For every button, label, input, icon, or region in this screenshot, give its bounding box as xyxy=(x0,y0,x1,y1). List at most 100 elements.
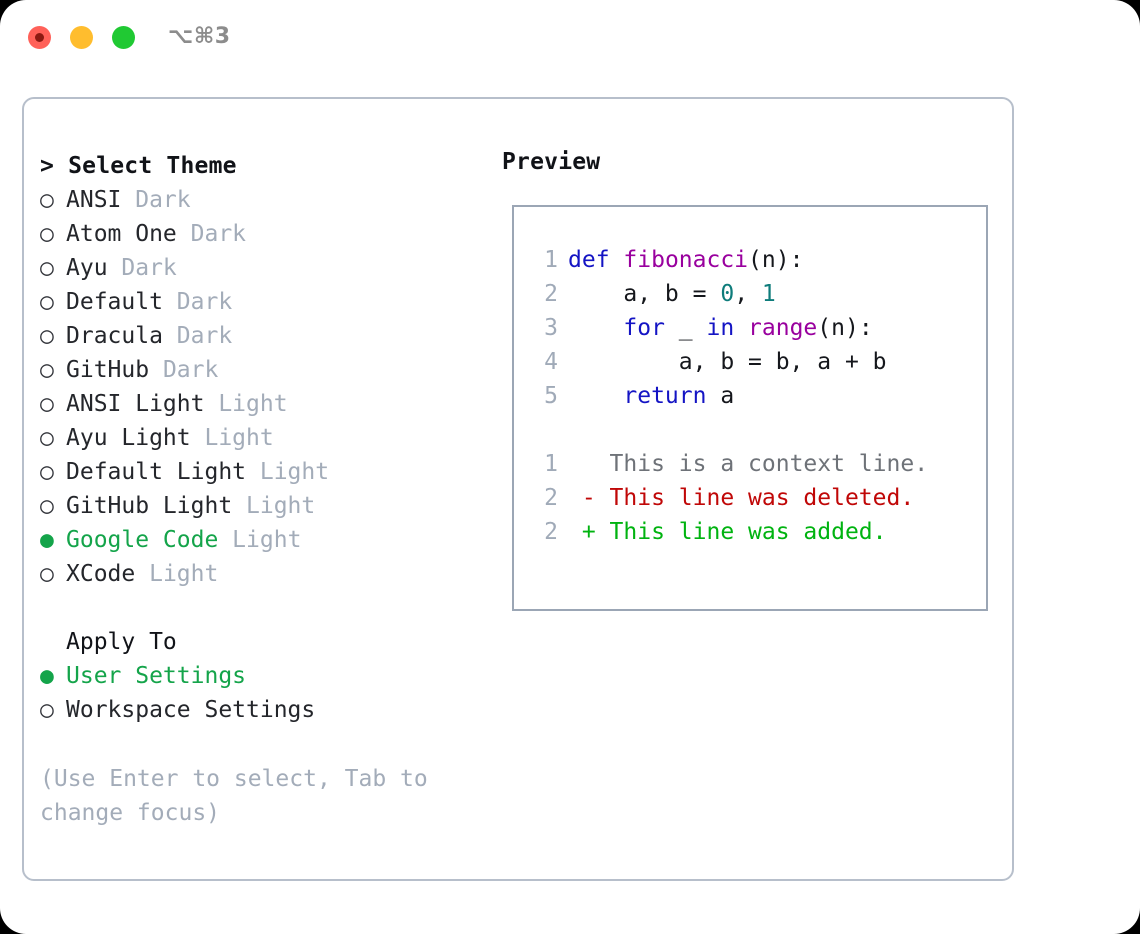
radio-selected-icon: ● xyxy=(40,527,54,553)
radio-unselected-icon: ○ xyxy=(40,697,54,723)
title-bar: ⌥⌘3 xyxy=(0,0,1140,78)
code-line: 3 for _ in range(n): xyxy=(528,311,980,345)
apply-to-option[interactable]: ○ Workspace Settings xyxy=(40,693,480,727)
apply-to-option-label: User Settings xyxy=(66,663,247,689)
theme-name: Dracula xyxy=(66,323,163,349)
code-token: (n): xyxy=(748,247,804,273)
theme-variant: Dark xyxy=(107,255,177,281)
list-spacer xyxy=(40,591,480,625)
radio-unselected-icon: ○ xyxy=(40,357,54,383)
theme-variant: Dark xyxy=(162,323,233,349)
close-icon xyxy=(35,33,44,42)
theme-option[interactable]: ○ Ayu Dark xyxy=(40,251,480,285)
diff-sample: 1 This is a context line.2 - This line w… xyxy=(528,447,980,549)
theme-option[interactable]: ○Dracula Dark xyxy=(40,319,480,353)
theme-variant: Light xyxy=(135,561,219,587)
radio-unselected-icon: ○ xyxy=(40,493,54,519)
code-line: 5 return a xyxy=(528,379,980,413)
code-line: 2 a, b = 0, 1 xyxy=(528,277,980,311)
code-token: def xyxy=(568,247,610,273)
theme-variant: Light xyxy=(232,493,316,519)
keyboard-hint-text: (Use Enter to select, Tab to change focu… xyxy=(40,766,428,826)
theme-name: Ayu Light xyxy=(66,425,191,451)
diff-text: This line was deleted. xyxy=(595,485,915,511)
theme-variant: Dark xyxy=(121,187,191,213)
line-number: 2 xyxy=(544,281,558,307)
theme-option[interactable]: ○ GitHub Dark xyxy=(40,353,480,387)
theme-name: GitHub Light xyxy=(66,493,233,519)
radio-unselected-icon: ○ xyxy=(40,561,54,587)
minimize-window-button[interactable] xyxy=(70,26,93,49)
code-line: 4 a, b = b, a + b xyxy=(528,345,980,379)
code-token: in xyxy=(706,315,735,341)
radio-unselected-icon: ○ xyxy=(40,187,54,213)
code-token: a, b = b, a + b xyxy=(568,349,887,375)
theme-variant: Light xyxy=(218,527,302,553)
theme-option[interactable]: ○ANSI Light Light xyxy=(40,387,480,421)
diff-text: This is a context line. xyxy=(595,451,929,477)
diff-marker xyxy=(568,451,596,477)
theme-name: Default xyxy=(66,289,163,315)
theme-name: Ayu xyxy=(66,255,108,281)
code-token: _ xyxy=(664,315,707,341)
diff-line: 1 This is a context line. xyxy=(528,447,980,481)
code-token: a xyxy=(706,383,735,409)
theme-option[interactable]: ○ ANSI Dark xyxy=(40,183,480,217)
theme-name: ANSI xyxy=(66,187,122,213)
theme-option[interactable]: ○ Ayu Light Light xyxy=(40,421,480,455)
theme-variant: Light xyxy=(190,425,274,451)
theme-picker-heading: > Select Theme xyxy=(40,153,237,179)
code-token xyxy=(568,383,623,409)
code-token: return xyxy=(623,383,707,409)
theme-option[interactable]: ○ Default Dark xyxy=(40,285,480,319)
radio-unselected-icon: ○ xyxy=(40,221,54,247)
close-window-button[interactable] xyxy=(28,26,51,49)
line-number: 5 xyxy=(544,383,558,409)
code-diff-gap xyxy=(528,413,980,447)
theme-name: Atom One xyxy=(66,221,177,247)
theme-option[interactable]: ○Default Light Light xyxy=(40,455,480,489)
theme-name: Default Light xyxy=(66,459,247,485)
diff-text: This line was added. xyxy=(595,519,887,545)
code-token: for xyxy=(623,315,665,341)
radio-unselected-icon: ○ xyxy=(40,289,54,315)
code-token: a, b = xyxy=(568,281,721,307)
theme-option[interactable]: ○ GitHub Light Light xyxy=(40,489,480,523)
diff-line: 2 - This line was deleted. xyxy=(528,481,980,515)
code-token: 0 xyxy=(720,281,735,307)
theme-option[interactable]: ○Atom One Dark xyxy=(40,217,480,251)
apply-to-option-label: Workspace Settings xyxy=(66,697,316,723)
code-token: range xyxy=(748,315,818,341)
theme-name: Google Code xyxy=(66,527,219,553)
diff-line: 2 + This line was added. xyxy=(528,515,980,549)
radio-unselected-icon: ○ xyxy=(40,425,54,451)
code-token: (n): xyxy=(817,315,873,341)
theme-picker-column: > Select Theme ○ANSI Dark○Atom One Dark○… xyxy=(40,149,480,727)
theme-variant: Light xyxy=(246,459,330,485)
theme-option[interactable]: ● Google Code Light xyxy=(40,523,480,557)
theme-variant: Dark xyxy=(149,357,219,383)
apply-to-option[interactable]: ●User Settings xyxy=(40,659,480,693)
radio-unselected-icon: ○ xyxy=(40,255,54,281)
theme-name: GitHub xyxy=(66,357,150,383)
theme-list: ○ANSI Dark○Atom One Dark○Ayu Dark○Defaul… xyxy=(40,183,480,591)
line-number: 3 xyxy=(544,315,558,341)
radio-unselected-icon: ○ xyxy=(40,391,54,417)
keyboard-shortcut-label: ⌥⌘3 xyxy=(168,24,231,49)
theme-option[interactable]: ○ XCode Light xyxy=(40,557,480,591)
settings-card: > Select Theme ○ANSI Dark○Atom One Dark○… xyxy=(22,97,1014,881)
maximize-window-button[interactable] xyxy=(112,26,135,49)
theme-variant: Dark xyxy=(162,289,233,315)
code-token xyxy=(568,315,623,341)
line-number: 1 xyxy=(544,451,558,477)
theme-name: XCode xyxy=(66,561,136,587)
apply-to-options: ●User Settings ○ Workspace Settings xyxy=(40,659,480,727)
line-number: 2 xyxy=(544,519,558,545)
traffic-lights xyxy=(28,26,135,49)
apply-to-label: Apply To xyxy=(66,629,177,655)
preview-title: Preview xyxy=(502,149,601,175)
